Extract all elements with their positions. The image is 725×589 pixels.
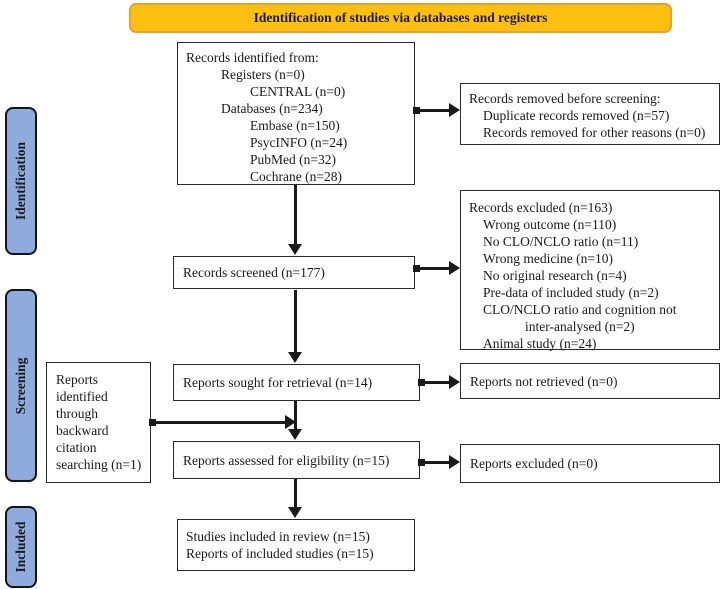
arrow-down-icon xyxy=(287,185,303,255)
arrow-shaft xyxy=(149,420,288,424)
box-line: Reports assessed for eligibility (n=15) xyxy=(183,452,390,468)
box-line: CLO/NCLO ratio and cognition not xyxy=(483,302,677,317)
box-line: Records screened (n=177) xyxy=(183,265,325,280)
arrow-shaft xyxy=(413,266,452,270)
box-line: Wrong medicine (n=10) xyxy=(483,251,614,266)
arrowhead-right-icon xyxy=(449,103,460,117)
arrowhead-down-icon xyxy=(288,429,302,440)
stage-label-text: Included xyxy=(13,521,28,573)
arrowhead-right-icon xyxy=(285,415,296,429)
box-reports-assessed: Reports assessed for eligibility (n=15) xyxy=(173,441,420,479)
arrow-down-icon xyxy=(287,290,303,363)
arrow-right-icon xyxy=(418,454,460,470)
box-line: Reports excluded (n=0) xyxy=(470,456,598,471)
arrow-right-icon xyxy=(149,414,296,430)
box-line: backward xyxy=(56,423,109,438)
box-reports-not-retrieved: Reports not retrieved (n=0) xyxy=(460,363,720,399)
box-line: Cochrane (n=28) xyxy=(250,169,342,184)
arrow-shaft xyxy=(413,108,452,112)
arrow-right-icon xyxy=(413,260,460,276)
box-line: Pre-data of included study (n=2) xyxy=(483,285,659,300)
box-line: Records identified from: xyxy=(186,50,319,65)
box-line: Animal study (n=24) xyxy=(483,336,597,351)
box-line: through xyxy=(56,406,98,421)
box-line: Records removed for other reasons (n=0) xyxy=(483,125,706,140)
stage-label-text: Identification xyxy=(13,141,28,221)
stage-label-text: Screening xyxy=(13,357,28,414)
box-line: Databases (n=234) xyxy=(221,101,323,116)
box-backward-citation-search: Reports identified through backward cita… xyxy=(46,362,151,483)
banner: Identification of studies via databases … xyxy=(129,3,672,33)
box-line: Reports not retrieved (n=0) xyxy=(470,373,618,389)
box-line: No original research (n=4) xyxy=(483,268,627,283)
arrowhead-right-icon xyxy=(449,375,460,389)
box-records-screened: Records screened (n=177) xyxy=(173,256,415,289)
box-reports-sought: Reports sought for retrieval (n=14) xyxy=(173,364,420,401)
box-line: Studies included in review (n=15) xyxy=(186,529,370,544)
arrowhead-right-icon xyxy=(449,455,460,469)
box-line: Duplicate records removed (n=57) xyxy=(483,108,670,123)
arrow-shaft xyxy=(418,380,452,384)
arrow-shaft xyxy=(293,290,297,354)
arrow-right-icon xyxy=(413,102,460,118)
arrowhead-right-icon xyxy=(449,261,460,275)
stage-label-screening: Screening xyxy=(5,289,37,482)
banner-title: Identification of studies via databases … xyxy=(253,10,548,25)
box-line: Reports sought for retrieval (n=14) xyxy=(183,375,373,390)
arrowhead-down-icon xyxy=(288,352,302,363)
stage-label-identification: Identification xyxy=(5,107,37,255)
box-line: Registers (n=0) xyxy=(221,67,305,82)
box-line: CENTRAL (n=0) xyxy=(250,84,346,99)
box-records-removed-before-screening: Records removed before screening: Duplic… xyxy=(460,83,720,145)
box-studies-included: Studies included in review (n=15) Report… xyxy=(177,519,415,571)
box-line: Records removed before screening: xyxy=(469,91,661,106)
box-line: identified xyxy=(56,389,108,404)
arrow-shaft xyxy=(293,185,297,246)
box-records-identified: Records identified from: Registers (n=0)… xyxy=(177,42,415,185)
stage-label-included: Included xyxy=(5,506,37,588)
box-line: searching (n=1) xyxy=(56,457,142,472)
box-line: PsycINFO (n=24) xyxy=(250,135,348,150)
box-line: Records excluded (n=163) xyxy=(469,200,613,215)
box-line: Embase (n=150) xyxy=(250,118,340,133)
box-line: PubMed (n=32) xyxy=(250,152,336,167)
arrowhead-down-icon xyxy=(288,244,302,255)
arrow-shaft xyxy=(418,460,452,464)
box-line: inter-analysed (n=2) xyxy=(525,319,635,334)
arrow-shaft xyxy=(293,479,297,509)
box-line: Reports xyxy=(56,372,98,387)
box-line: citation xyxy=(56,440,97,455)
box-line: Reports of included studies (n=15) xyxy=(186,546,374,561)
arrow-down-icon xyxy=(287,479,303,518)
box-records-excluded: Records excluded (n=163) Wrong outcome (… xyxy=(460,190,720,351)
arrowhead-down-icon xyxy=(288,507,302,518)
arrow-right-icon xyxy=(418,374,460,390)
box-reports-excluded: Reports excluded (n=0) xyxy=(460,444,720,483)
box-line: Wrong outcome (n=110) xyxy=(483,217,617,232)
box-line: No CLO/NCLO ratio (n=11) xyxy=(483,234,639,249)
